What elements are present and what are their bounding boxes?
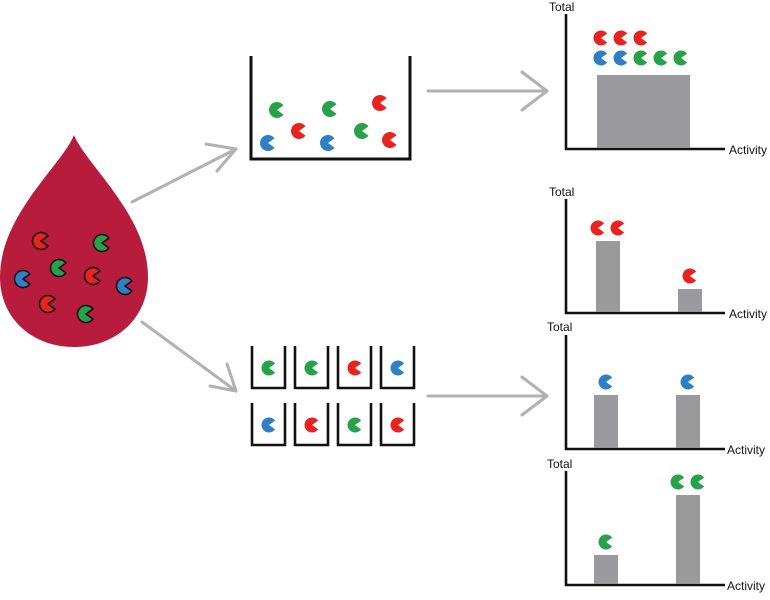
- green-enzyme-icon: [633, 50, 648, 66]
- red-enzyme-icon: [590, 220, 605, 236]
- green-enzyme-icon: [269, 102, 284, 118]
- chart-axes: [564, 199, 725, 315]
- well-outline: [293, 403, 330, 447]
- green-enzyme-icon: [673, 50, 688, 66]
- arrow-icon: [130, 142, 238, 204]
- red-enzyme-icon: [83, 266, 101, 286]
- chart-axes: [564, 471, 725, 587]
- green-enzyme-icon: [653, 50, 668, 66]
- arrow-icon: [426, 375, 549, 417]
- well-outline: [250, 346, 287, 390]
- x-axis-label: Activity: [727, 443, 765, 457]
- blue-enzyme-icon: [390, 360, 405, 376]
- red-enzyme-icon: [613, 30, 628, 46]
- green-enzyme-icon: [322, 101, 337, 117]
- well: [379, 403, 416, 447]
- blue-enzyme-icon: [613, 50, 628, 66]
- green-enzyme-icon: [76, 304, 94, 324]
- blue-enzyme-icon: [593, 50, 608, 66]
- charts-group: TotalActivityTotalActivityTotalActivityT…: [547, 0, 767, 593]
- red-enzyme-icon: [291, 123, 306, 139]
- green-enzyme-icon: [354, 123, 369, 139]
- bar: [594, 395, 618, 448]
- red-enzyme-icon: [390, 417, 405, 433]
- bar: [676, 495, 700, 584]
- blue-enzyme-icon: [320, 135, 335, 151]
- bar: [596, 241, 620, 312]
- red-enzyme-icon: [682, 268, 697, 284]
- x-axis-label: Activity: [729, 143, 767, 157]
- green-enzyme-icon: [261, 360, 276, 376]
- well: [379, 346, 416, 390]
- red-enzyme-icon: [347, 360, 362, 376]
- red-enzyme-icon: [372, 95, 387, 111]
- y-axis-label: Total: [547, 320, 572, 334]
- well: [250, 346, 287, 390]
- green-enzyme-icon: [92, 233, 110, 253]
- green-enzyme-icon: [304, 360, 319, 376]
- drop-enzyme-group: [13, 231, 133, 324]
- bar: [678, 289, 702, 312]
- blue-enzyme-icon: [261, 417, 276, 433]
- red-enzyme-icon: [38, 294, 56, 314]
- red-enzyme-icon: [633, 30, 648, 46]
- y-axis-label: Total: [549, 0, 574, 14]
- red-enzyme-icon: [382, 132, 397, 148]
- well-outline: [379, 403, 416, 447]
- x-axis-label: Activity: [727, 579, 765, 593]
- beaker-icon: [249, 56, 412, 161]
- green-enzyme-icon: [347, 417, 362, 433]
- red-enzyme-icon: [304, 417, 319, 433]
- green-enzyme-icon: [598, 534, 613, 550]
- blue-enzyme-icon: [13, 269, 31, 289]
- bar: [676, 395, 700, 448]
- well-outline: [250, 403, 287, 447]
- flow-arrows: [130, 70, 549, 417]
- well-outline: [336, 403, 373, 447]
- well: [336, 346, 373, 390]
- blue-enzyme-icon: [115, 276, 133, 296]
- well: [250, 403, 287, 447]
- red-enzyme-icon: [593, 30, 608, 46]
- bar: [597, 75, 690, 148]
- well: [293, 346, 330, 390]
- red-enzyme-icon: [610, 220, 625, 236]
- blue-enzyme-icon: [598, 374, 613, 390]
- well-outline: [293, 346, 330, 390]
- arrow-icon: [426, 70, 549, 112]
- beaker-enzyme-group: [260, 95, 397, 151]
- bar: [594, 555, 618, 584]
- red-enzyme-icon: [31, 231, 49, 251]
- well-plate: [250, 346, 416, 447]
- well: [336, 403, 373, 447]
- green-enzyme-icon: [49, 258, 67, 278]
- chart-axes: [564, 335, 725, 451]
- green-enzyme-icon: [670, 474, 685, 490]
- well: [293, 403, 330, 447]
- blood-drop-icon: [0, 135, 148, 347]
- y-axis-label: Total: [549, 185, 574, 199]
- well-outline: [379, 346, 416, 390]
- blue-enzyme-icon: [680, 374, 695, 390]
- blue-enzyme-icon: [260, 135, 275, 151]
- chart-axes: [564, 14, 725, 151]
- y-axis-label: Total: [547, 457, 572, 471]
- green-enzyme-icon: [690, 474, 705, 490]
- x-axis-label: Activity: [729, 307, 767, 321]
- arrow-icon: [140, 320, 238, 393]
- well-outline: [336, 346, 373, 390]
